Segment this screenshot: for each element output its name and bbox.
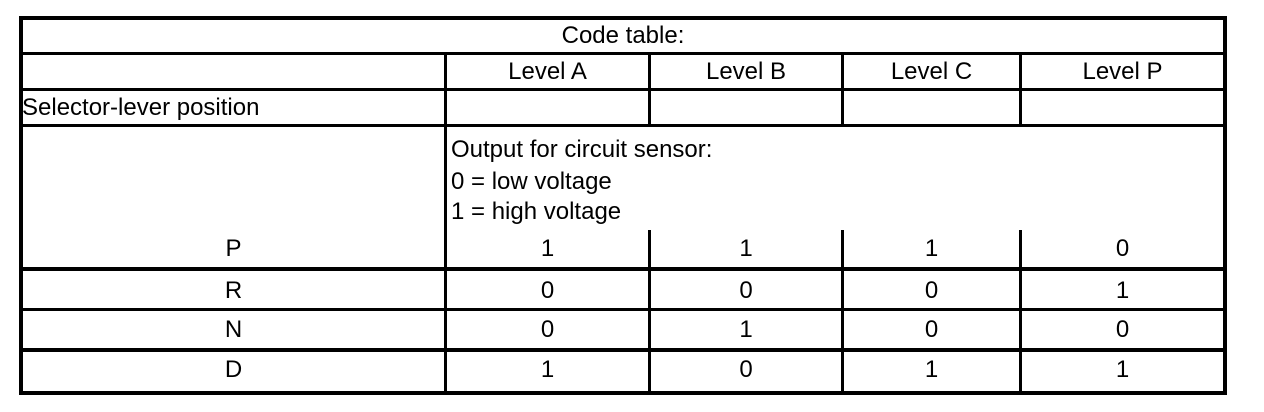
col-divider-bc-bottom — [841, 230, 844, 395]
rule-below-n — [19, 348, 1227, 352]
table-title: Code table: — [561, 22, 685, 49]
rule-below-r — [19, 308, 1227, 311]
rule-below-p — [19, 267, 1227, 271]
cell-p-level-p: 0 — [1115, 235, 1130, 262]
cell-p-level-b: 1 — [739, 235, 753, 262]
col-divider-cp-bottom — [1019, 230, 1022, 395]
row-position-d: D — [224, 356, 243, 383]
col-divider-ab-bottom — [648, 230, 651, 395]
note-high-voltage: 1 = high voltage — [451, 198, 622, 225]
cell-r-level-c: 0 — [924, 277, 939, 304]
cell-n-level-b: 1 — [739, 316, 753, 343]
row-position-n: N — [224, 316, 243, 343]
col-divider-ab-top — [648, 52, 651, 127]
header-level-b: Level B — [705, 58, 787, 85]
row-position-p: P — [225, 235, 242, 262]
cell-n-level-c: 0 — [924, 316, 939, 343]
header-level-a: Level A — [508, 58, 587, 85]
col-divider-cp-top — [1019, 52, 1022, 127]
cell-r-level-b: 0 — [739, 277, 753, 304]
rule-below-title — [19, 52, 1227, 55]
col-divider-bc-top — [841, 52, 844, 127]
cell-r-level-a: 0 — [540, 277, 555, 304]
cell-p-level-c: 1 — [924, 235, 939, 262]
rule-below-selector — [19, 124, 1227, 127]
table-frame — [19, 16, 1227, 395]
col-divider-label — [444, 52, 447, 395]
cell-r-level-p: 1 — [1115, 277, 1130, 304]
cell-d-level-a: 1 — [540, 356, 555, 383]
header-level-c: Level C — [890, 58, 973, 85]
rule-below-headers — [19, 88, 1227, 91]
row-position-r: R — [224, 277, 243, 304]
cell-d-level-p: 1 — [1115, 356, 1130, 383]
cell-n-level-a: 0 — [540, 316, 555, 343]
note-low-voltage: 0 = low voltage — [451, 168, 612, 195]
cell-n-level-p: 0 — [1115, 316, 1130, 343]
note-heading: Output for circuit sensor: — [451, 136, 713, 163]
cell-p-level-a: 1 — [540, 235, 555, 262]
cell-d-level-c: 1 — [924, 356, 939, 383]
header-level-p: Level P — [1082, 58, 1163, 85]
code-table: Code table: Level A Level B Level C Leve… — [19, 16, 1227, 395]
cell-d-level-b: 0 — [739, 356, 753, 383]
selector-lever-label: Selector-lever position — [22, 94, 260, 121]
